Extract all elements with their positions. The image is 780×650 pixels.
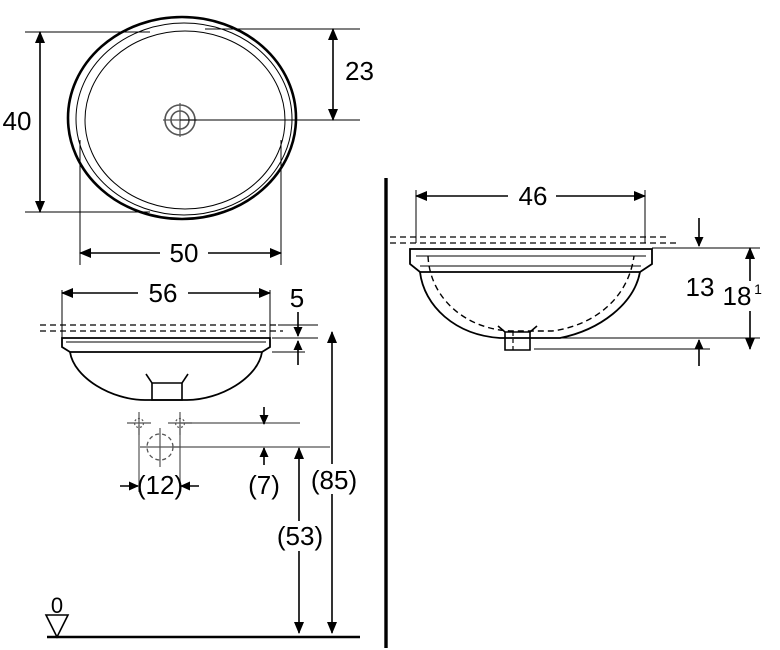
dimension-23: 23 <box>328 28 374 121</box>
basin-outer-rim <box>66 15 298 221</box>
front-view-rim-band <box>61 337 271 353</box>
dimension-46-label: 46 <box>519 181 548 211</box>
top-view-extension-lines <box>25 28 360 265</box>
front-view-drain-outlet <box>151 383 183 401</box>
datum-triangle-icon <box>44 614 70 639</box>
dimension-50: 50 <box>79 238 282 268</box>
basin-rim-inner-edge <box>75 22 293 216</box>
floor-datum-group: 0 <box>44 593 360 639</box>
dimension-23-label: 23 <box>345 56 374 86</box>
tap-hole-symbols <box>127 412 330 492</box>
dimension-13: 13 <box>686 218 715 366</box>
dimension-5-label: 5 <box>290 283 304 313</box>
side-view-drain-outlet <box>504 332 531 351</box>
side-view-geometry <box>390 236 680 351</box>
side-view-bowl-profile <box>419 271 641 339</box>
side-view-rim-band <box>409 248 653 273</box>
dimension-18: 18 1 <box>716 247 768 350</box>
dimension-56-label: 56 <box>149 278 178 308</box>
front-view-extension-lines <box>61 290 318 353</box>
dimension-46: 46 <box>415 181 646 211</box>
dimension-18-superscript: 1 <box>754 281 762 297</box>
dimension-56: 56 <box>61 278 271 308</box>
dimension-7-label: (7) <box>248 470 280 500</box>
dimension-40-label: 40 <box>3 106 32 136</box>
dimension-18-label: 18 <box>723 281 752 311</box>
dimension-5: 5 <box>290 283 304 365</box>
dimension-53-label: (53) <box>277 521 323 551</box>
dimension-40: 40 <box>3 31 45 213</box>
datum-zero-label: 0 <box>51 593 63 618</box>
dimension-85-label: (85) <box>311 465 357 495</box>
dimension-12: (12) <box>120 470 199 500</box>
front-view-geometry <box>40 324 283 401</box>
dimension-53: (53) <box>273 447 329 634</box>
dimension-13-label: 13 <box>686 272 715 302</box>
dimension-50-label: 50 <box>170 238 199 268</box>
dimension-85: (85) <box>306 331 364 634</box>
top-view-geometry <box>66 15 298 221</box>
side-view-extension-lines <box>415 190 760 350</box>
dimension-7: (7) <box>248 407 280 500</box>
side-view-hidden-bowl-outline <box>427 255 635 332</box>
dimension-12-label: (12) <box>137 470 183 500</box>
front-view-bowl-profile <box>69 351 263 401</box>
